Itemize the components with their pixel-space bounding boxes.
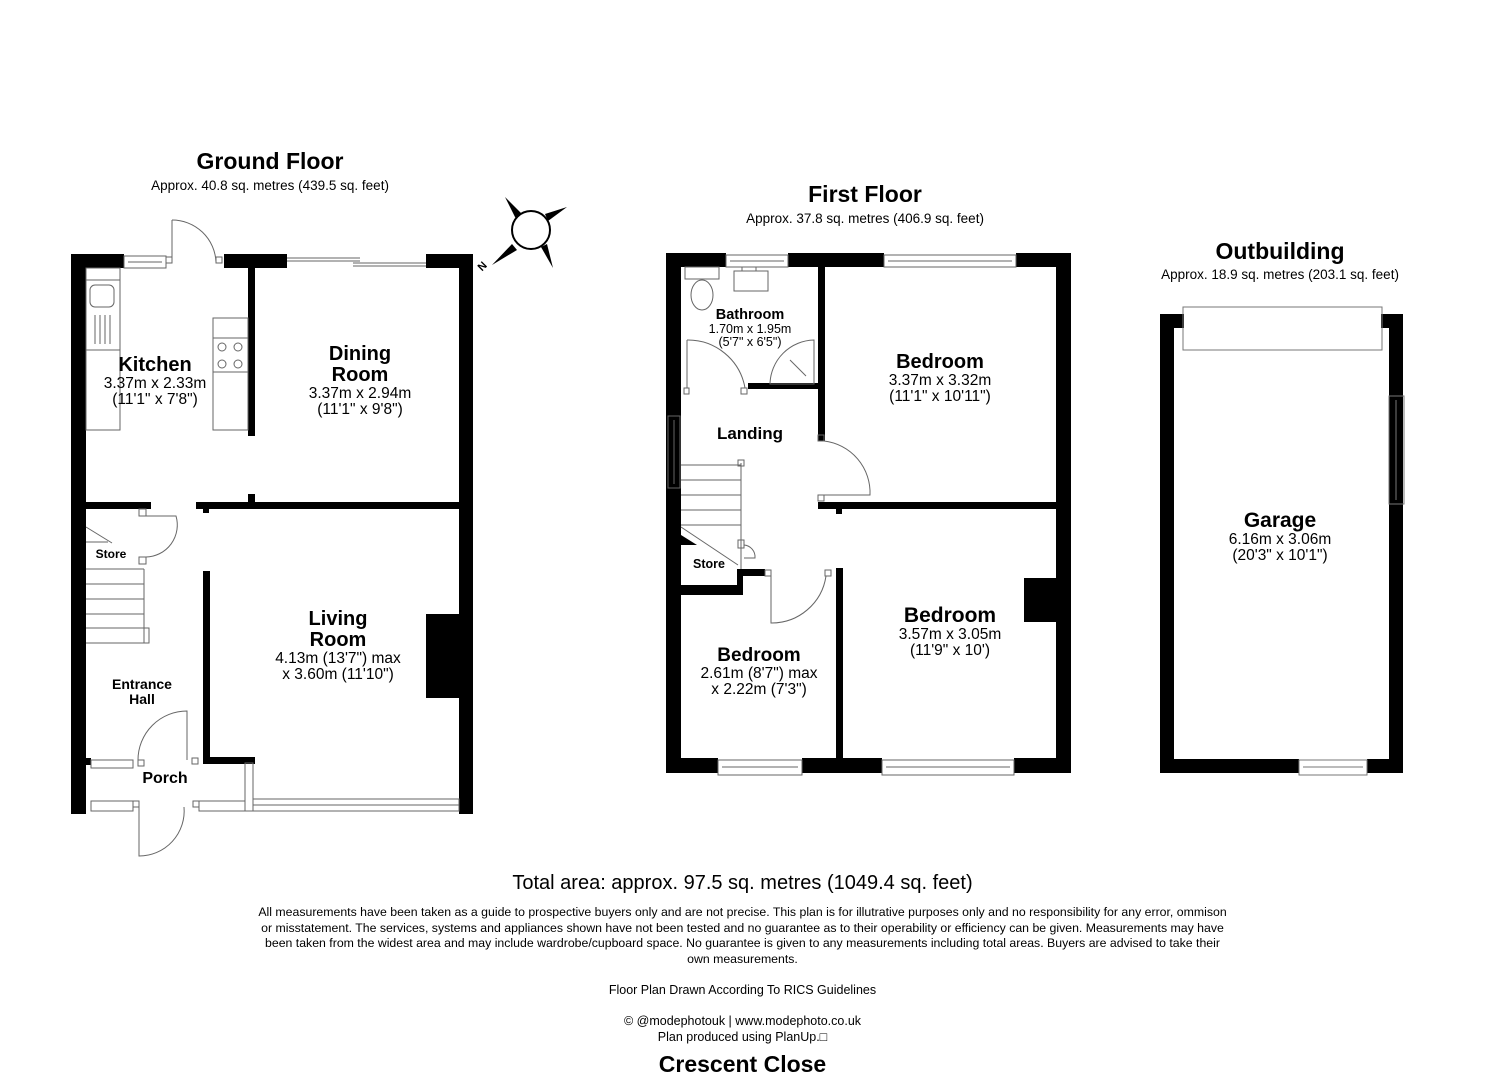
ground-floor-plan <box>71 254 473 814</box>
room-name-line1: Entrance <box>112 676 172 692</box>
room-name-line1: Living <box>308 608 368 630</box>
room-name-line2: Room <box>331 364 389 386</box>
room-name-line1: Dining <box>328 343 392 365</box>
room-bedroom-2: Bedroom 3.57m x 3.05m (11'9" x 10') <box>870 604 1030 660</box>
rics-note: Floor Plan Drawn According To RICS Guide… <box>608 983 877 997</box>
first-floor-fixtures <box>667 254 1017 776</box>
property-address: Crescent Close <box>658 1051 827 1077</box>
room-store-first: Store <box>693 557 725 571</box>
room-dimensions-metric: 4.13m (13'7") max <box>275 650 401 667</box>
room-name: Bedroom <box>717 645 801 666</box>
outbuilding-plan <box>1160 314 1403 773</box>
ground-floor-title: Ground Floor <box>196 148 344 174</box>
room-dimensions-metric: 3.57m x 3.05m <box>898 626 1002 644</box>
room-dimensions-imperial: (5'7" x 6'5") <box>718 335 782 350</box>
room-store-ground: Store <box>95 547 127 561</box>
first-floor-title: First Floor <box>808 181 922 207</box>
room-dimensions-imperial: (11'1" x 10'11") <box>889 388 991 406</box>
room-bedroom-3: Bedroom 2.61m (8'7") max x 2.22m (7'3") <box>684 646 834 698</box>
ground-floor-area: Approx. 40.8 sq. metres (439.5 sq. feet) <box>151 178 389 193</box>
room-dimensions-metric: 3.37m x 3.32m <box>888 372 992 389</box>
room-dimensions-imperial: x 3.60m (11'10") <box>282 666 394 684</box>
room-kitchen: Kitchen 3.37m x 2.33m (11'1" x 7'8") <box>100 355 210 409</box>
first-floor-plan <box>666 253 1071 773</box>
room-dimensions-imperial: (11'9" x 10') <box>909 642 991 660</box>
room-dimensions-imperial: (11'1" x 9'8") <box>317 401 403 419</box>
room-dimensions-imperial: x 2.22m (7'3") <box>711 681 807 699</box>
ground-floor-fixtures <box>85 219 460 857</box>
credit-block: © @modephotouk | www.modephoto.co.uk Pla… <box>0 1013 1485 1045</box>
room-bathroom: Bathroom 1.70m x 1.95m (5'7" x 6'5") <box>690 307 810 350</box>
outbuilding-fixtures <box>1182 306 1405 776</box>
room-dimensions-metric: 3.37m x 2.33m <box>103 375 207 392</box>
room-dimensions-metric: 3.37m x 2.94m <box>308 385 412 402</box>
room-name-line2: Room <box>309 629 367 651</box>
room-dining: Dining Room 3.37m x 2.94m (11'1" x 9'8") <box>290 344 430 419</box>
room-dimensions-metric: 2.61m (8'7") max <box>700 664 818 682</box>
room-entrance-hall: Entrance Hall <box>97 677 187 706</box>
room-name: Garage <box>1243 509 1317 532</box>
room-garage: Garage 6.16m x 3.06m (20'3" x 10'1") <box>1200 509 1360 565</box>
room-dimensions-imperial: (20'3" x 10'1") <box>1232 547 1328 565</box>
room-name: Kitchen <box>118 354 192 376</box>
room-name: Bathroom <box>715 307 785 323</box>
room-porch: Porch <box>142 770 188 787</box>
room-bedroom-1: Bedroom 3.37m x 3.32m (11'1" x 10'11") <box>860 352 1020 406</box>
total-area: Total area: approx. 97.5 sq. metres (104… <box>512 872 973 894</box>
room-landing: Landing <box>716 424 784 443</box>
outbuilding-area: Approx. 18.9 sq. metres (203.1 sq. feet) <box>1161 267 1399 282</box>
credit-line-planup: Plan produced using PlanUp.□ <box>657 1030 828 1044</box>
compass-north-label: N <box>476 260 490 274</box>
disclaimer-text: All measurements have been taken as a gu… <box>258 905 1227 966</box>
room-dimensions-metric: 1.70m x 1.95m <box>708 322 792 337</box>
first-floor-area: Approx. 37.8 sq. metres (406.9 sq. feet) <box>746 211 984 226</box>
room-name: Bedroom <box>903 604 997 627</box>
room-living: Living Room 4.13m (13'7") max x 3.60m (1… <box>258 609 418 684</box>
room-name: Bedroom <box>896 351 984 373</box>
room-dimensions-imperial: (11'1" x 7'8") <box>112 391 198 409</box>
credit-line-copyright: © @modephotouk | www.modephoto.co.uk <box>623 1014 862 1028</box>
room-name-line2: Hall <box>129 690 155 707</box>
room-dimensions-metric: 6.16m x 3.06m <box>1228 531 1332 549</box>
outbuilding-title: Outbuilding <box>1215 238 1345 264</box>
compass-rose-icon: N <box>476 197 567 274</box>
